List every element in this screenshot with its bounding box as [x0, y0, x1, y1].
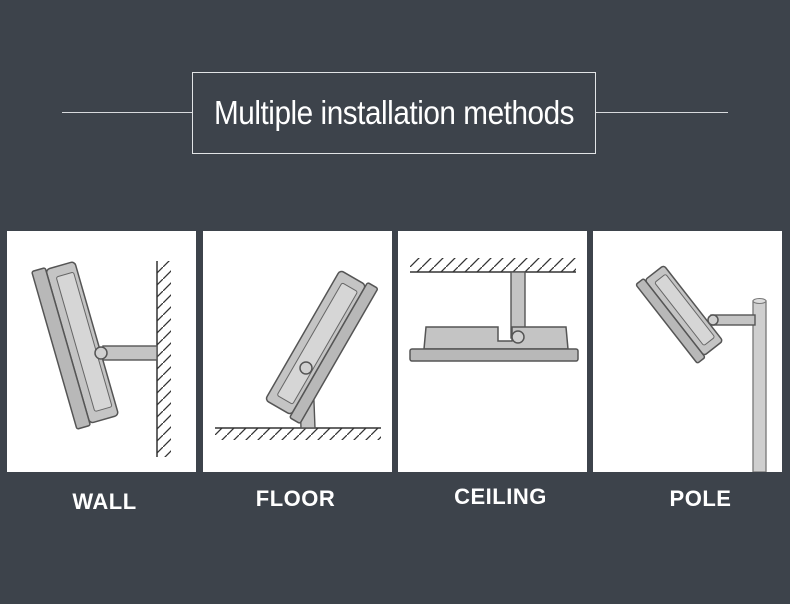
page-title: Multiple installation methods — [213, 94, 575, 131]
title-rule-right — [596, 112, 728, 113]
floor-label: FLOOR — [255, 486, 336, 511]
wall-label: WALL — [72, 489, 137, 514]
wall-mount-panel — [7, 231, 196, 472]
pole-label: POLE — [669, 486, 732, 511]
pole-mount-icon — [635, 265, 767, 472]
floor-mount-icon — [215, 270, 381, 440]
title-rule-left — [62, 112, 192, 113]
floor-mount-panel — [203, 231, 392, 472]
pole-mount-panel — [593, 231, 782, 472]
ceiling-label: CEILING — [454, 484, 547, 509]
ceiling-mount-panel — [398, 231, 587, 472]
ceiling-mount-icon — [409, 258, 579, 362]
wall-mount-icon — [31, 261, 171, 457]
title-frame: Multiple installation methods — [192, 72, 596, 154]
